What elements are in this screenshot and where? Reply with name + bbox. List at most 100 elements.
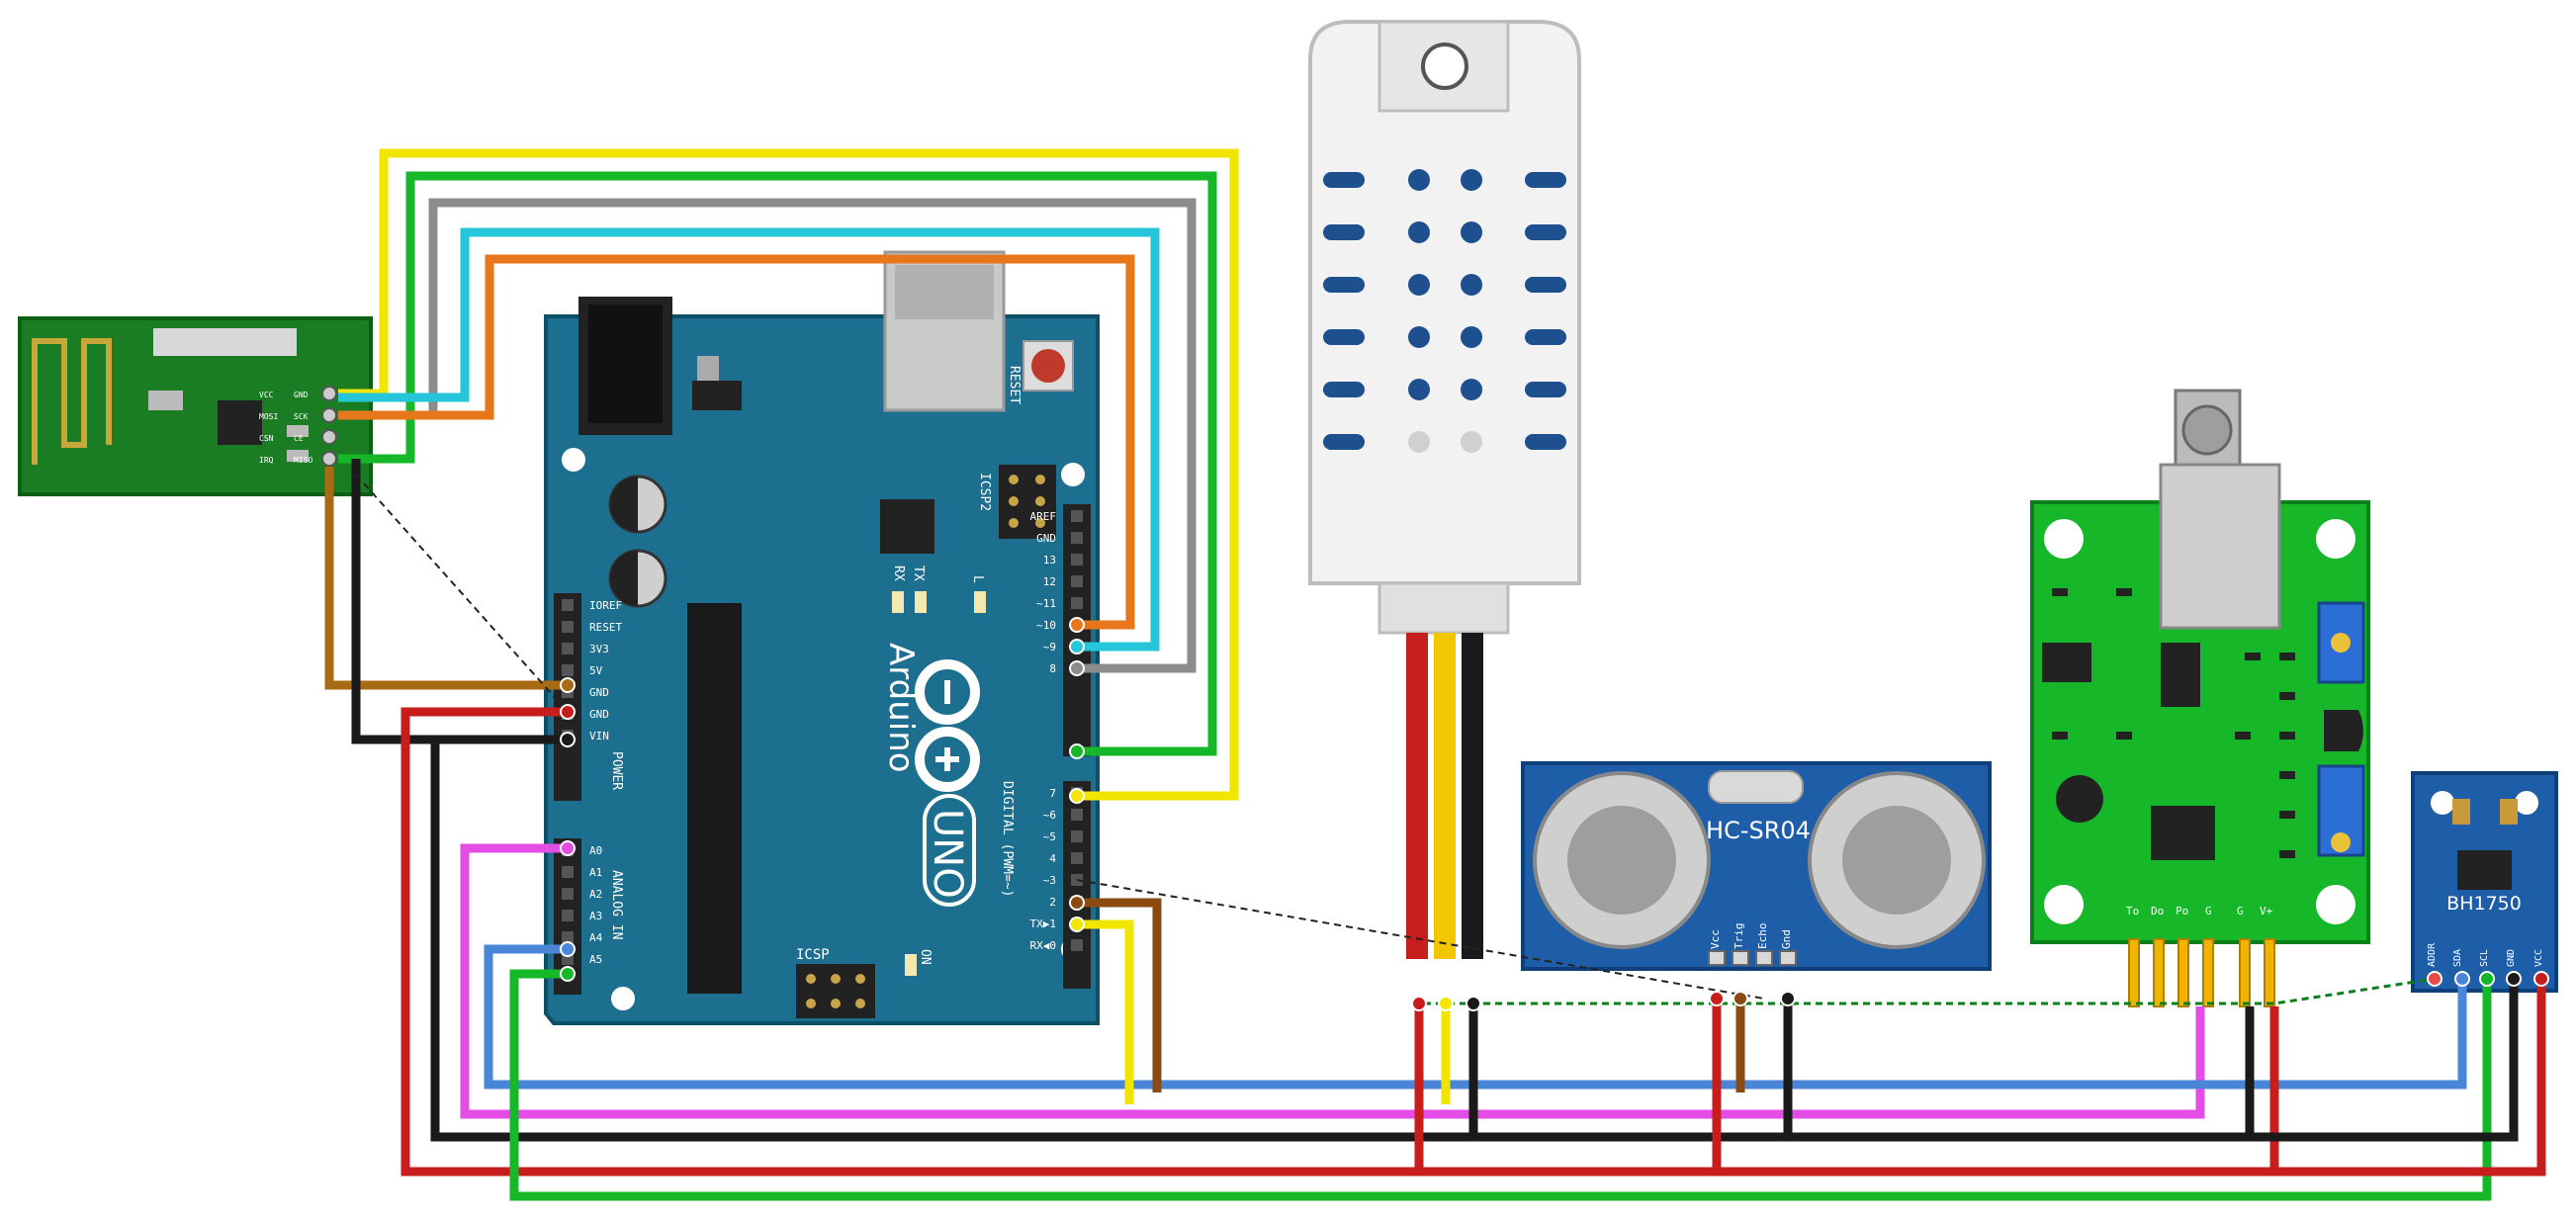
pin-label: 13 [1043, 554, 1056, 567]
header-pin [1071, 939, 1083, 951]
icsp-header: ICSP [796, 947, 875, 1018]
header-pin [1071, 510, 1083, 522]
pin-endpoint [1069, 916, 1085, 932]
nrf-pin-label: CSN [259, 434, 274, 443]
pin-label: 8 [1049, 662, 1056, 675]
bh1750-pin-label: SCL [2479, 949, 2490, 967]
pin-label: IOREF [589, 599, 622, 612]
pin-label: 5V [589, 664, 603, 677]
pin-endpoint [2427, 971, 2443, 987]
ph-sensor-module: To Do Po G G V+ [2030, 389, 2370, 1007]
wire [400, 707, 1424, 1177]
ph-pin-label: Do [2151, 905, 2164, 917]
hc-sr04-ultrasonic-sensor: HC-SR04 Vcc Trig Echo Gnd [1521, 761, 1992, 971]
atmega-chip [687, 603, 742, 994]
pin-endpoint [2479, 971, 2495, 987]
hcsr04-pin-label: Echo [1756, 923, 1769, 950]
pin-endpoint [1069, 788, 1085, 804]
pin-label: A4 [589, 931, 603, 944]
pin-endpoint [2506, 971, 2522, 987]
wire [324, 467, 568, 690]
dashed-signal-line [1424, 977, 2436, 1005]
reset-label: RESET [1007, 366, 1022, 404]
pin-label: A5 [589, 953, 602, 966]
ph-pin-label: Po [2176, 905, 2188, 917]
digital-label: DIGITAL (PWM=~) [1000, 781, 1015, 897]
bh1750-pin-label: SDA [2452, 949, 2463, 967]
mount-hole [1421, 43, 1468, 90]
pin-label: 4 [1049, 852, 1056, 865]
wire [338, 171, 1217, 756]
pin-endpoint [1411, 996, 1427, 1011]
hcsr04-pin-label: Gnd [1780, 929, 1793, 949]
pin-label: RX◀0 [1030, 939, 1057, 952]
nrf-pin-label: GND [294, 391, 309, 399]
arduino-logo-icon [915, 659, 980, 792]
pin-label: ~10 [1036, 619, 1056, 632]
arduino-brand: Arduino [881, 643, 921, 773]
pin-label: A1 [589, 866, 602, 879]
pin-endpoint [560, 732, 576, 747]
pin-label: A2 [589, 888, 602, 901]
pin-label: AREF [1030, 510, 1057, 523]
transducer-left [1533, 771, 1711, 949]
pin-label: A0 [589, 844, 602, 857]
bh1750-title: BH1750 [2446, 893, 2522, 915]
pin-label: ~5 [1043, 830, 1056, 843]
header-pin [1071, 554, 1083, 566]
pin-endpoint [2533, 971, 2549, 987]
nrf-pin-label: IRQ [259, 456, 274, 465]
pin-endpoints [560, 617, 2549, 1011]
hcsr04-title: HC-SR04 [1706, 817, 1811, 844]
pin-label: 2 [1049, 896, 1056, 909]
pin-endpoint [1709, 991, 1725, 1006]
pin-label: GND [1036, 532, 1056, 545]
nrf-pin-label: CE [294, 434, 304, 443]
pin-label: 3V3 [589, 643, 609, 655]
pin-label: TX▶1 [1030, 917, 1057, 930]
header-pin [1071, 575, 1083, 587]
bh1750-pin-label: ADDR [2427, 942, 2438, 967]
uno-label: UNO [925, 809, 970, 899]
chip [880, 499, 934, 554]
pin-endpoint [2454, 971, 2470, 987]
transducer-right [1808, 771, 1986, 949]
ph-pin-label: G [2237, 905, 2244, 917]
pin-endpoint [560, 704, 576, 720]
pin-endpoint [1732, 991, 1748, 1006]
dashed-signal-line [1076, 879, 1765, 1000]
dashed-signal-line [355, 474, 569, 713]
pin-label: ~9 [1043, 641, 1056, 654]
tx-label: TX [911, 566, 926, 581]
pin-label: VIN [589, 730, 609, 742]
wire [1077, 919, 1134, 1104]
nrf-pin-label: MISO [294, 456, 312, 465]
pin-label: 12 [1043, 575, 1056, 588]
wire [1077, 898, 1162, 1092]
ph-pin-label: V+ [2260, 905, 2273, 917]
pin-label: RESET [589, 621, 622, 634]
header-pin [562, 643, 574, 655]
crystal [1708, 770, 1804, 804]
wire [2274, 979, 2546, 1177]
header-pin [1071, 532, 1083, 544]
header-pin [562, 664, 574, 676]
bh1750-pin-label: VCC [2533, 949, 2544, 967]
wire [1468, 1004, 2255, 1142]
wire [351, 459, 568, 744]
analog-label: ANALOG IN [609, 870, 624, 939]
pin-endpoint [560, 840, 576, 856]
pin-endpoint [1069, 660, 1085, 676]
header-pin [1071, 597, 1083, 609]
pin-label: ~11 [1036, 597, 1056, 610]
icsp2-header: ICSP2 [977, 465, 1056, 539]
wire [1414, 1004, 2279, 1177]
pin-endpoint [560, 677, 576, 693]
wire [430, 735, 1483, 1142]
hcsr04-pin-label: Vcc [1709, 929, 1722, 949]
pin-label: ~3 [1043, 874, 1056, 887]
nrf24l01-module: VCC MOSI CSN IRQ GND SCK CE MISO [18, 316, 373, 496]
pin-endpoint [1438, 996, 1454, 1011]
pin-endpoint [1069, 895, 1085, 911]
